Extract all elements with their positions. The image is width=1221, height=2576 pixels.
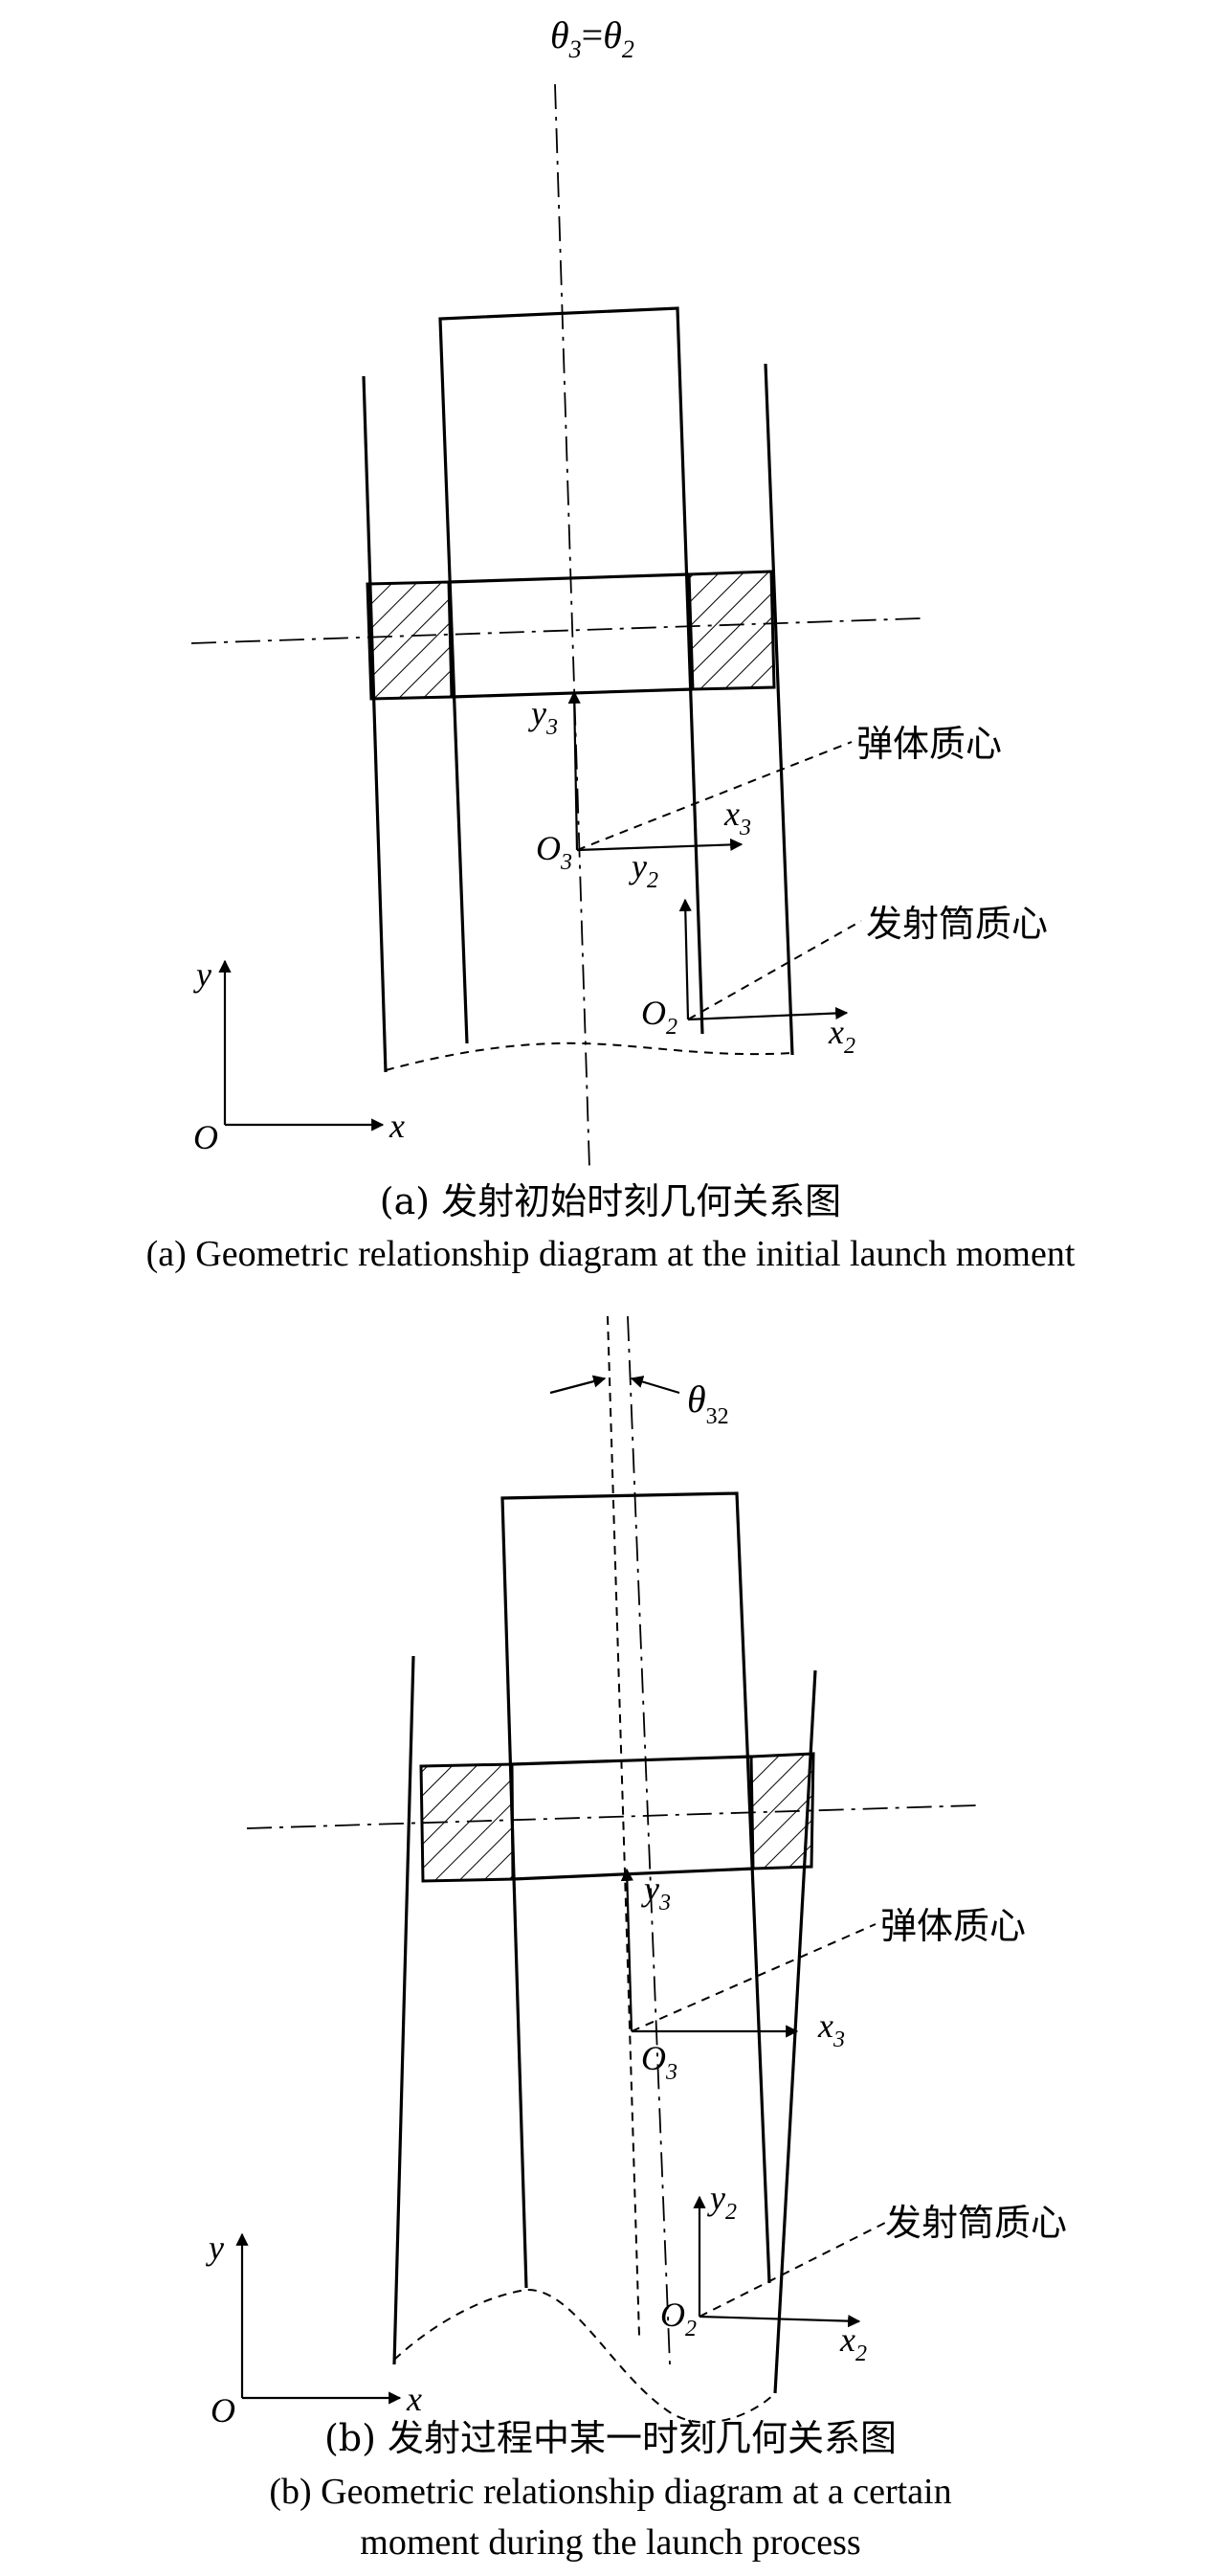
projectile-body-b — [500, 1491, 771, 2289]
hatched-ring-left-a — [366, 580, 454, 701]
projectile-axis-b — [607, 1315, 640, 2337]
bottom-break-line-b — [393, 2288, 776, 2424]
caption-cn-a: (a) 发射初始时刻几何关系图 — [380, 1180, 841, 1222]
y2-axis-a — [678, 898, 692, 1020]
global-y-label-b: y — [206, 2229, 224, 2267]
x3-label-a: x3 — [723, 795, 751, 840]
tube-cg-leader-a — [687, 920, 862, 1020]
center-axis-a — [554, 83, 590, 1169]
O2-label-a: O2 — [641, 994, 677, 1040]
ring-band-bottom-b — [512, 1867, 754, 1881]
theta32-label-b: θ32 — [687, 1378, 729, 1429]
horizontal-axis-a — [190, 617, 921, 644]
theta-arrow-right-b — [630, 1376, 680, 1395]
O2-label-b: O2 — [660, 2296, 697, 2341]
projectile-cg-leader-a — [576, 741, 853, 851]
theta-equality-label: θ3=θ2 — [550, 13, 634, 63]
horizontal-axis-b — [246, 1804, 977, 1829]
tube-cg-label-b: 发射筒质心 — [885, 2202, 1067, 2244]
caption-en-b-line1: (b) Geometric relationship diagram at a … — [269, 2472, 951, 2512]
diagram-a: θ3=θ2 y3 x3 O3 y2 — [146, 13, 1076, 1274]
y3-axis-b — [620, 1868, 633, 2032]
x2-label-a: x2 — [828, 1013, 855, 1059]
bottom-break-line-a — [385, 1042, 793, 1071]
global-origin-label-a: O — [193, 1118, 218, 1156]
y3-axis-a — [567, 690, 581, 851]
caption-en-b-line2: moment during the launch process — [360, 2522, 860, 2563]
x2-label-b: x2 — [839, 2320, 867, 2366]
caption-cn-b: (b) 发射过程中某一时刻几何关系图 — [324, 2417, 897, 2459]
tube-wall-right-a — [764, 363, 794, 1056]
projectile-cg-label-a: 弹体质心 — [856, 723, 1002, 765]
global-x-label-a: x — [388, 1107, 405, 1145]
O3-label-b: O3 — [641, 2039, 677, 2085]
tube-cg-leader-b — [699, 2222, 886, 2318]
projectile-cg-label-b: 弹体质心 — [880, 1905, 1026, 1947]
hatched-ring-right-a — [687, 570, 776, 691]
x2-axis-a — [687, 1006, 849, 1021]
y3-label-b: y3 — [641, 1870, 671, 1915]
x2-axis-b — [699, 2315, 861, 2328]
global-x-label-b: x — [406, 2380, 422, 2418]
y2-label-a: y2 — [629, 847, 658, 893]
hatched-ring-left-b — [419, 1762, 515, 1883]
x3-label-b: x3 — [817, 2006, 845, 2052]
ring-band-bottom-a — [451, 687, 694, 699]
tube-wall-left-a — [362, 375, 388, 1073]
x3-axis-a — [576, 838, 744, 852]
ring-band-top-a — [448, 572, 690, 584]
projectile-body-a — [438, 306, 704, 1044]
tube-axis-b — [627, 1315, 671, 2365]
theta-arrow-left-b — [549, 1375, 607, 1395]
y2-label-b: y2 — [707, 2179, 737, 2225]
diagram-b: θ32 y3 x3 O3 y2 O2 x2 y x — [206, 1315, 1067, 2563]
tube-wall-left-b — [392, 1655, 415, 2365]
global-y-label-a: y — [193, 955, 211, 994]
projectile-cg-leader-b — [631, 1923, 877, 2032]
y3-label-a: y3 — [528, 694, 558, 740]
tube-cg-label-a: 发射筒质心 — [866, 903, 1048, 945]
ring-band-top-b — [511, 1755, 752, 1766]
hatched-ring-right-b — [749, 1752, 815, 1870]
global-origin-label-b: O — [211, 2391, 235, 2430]
O3-label-a: O3 — [536, 829, 572, 875]
caption-en-a: (a) Geometric relationship diagram at th… — [146, 1234, 1076, 1274]
